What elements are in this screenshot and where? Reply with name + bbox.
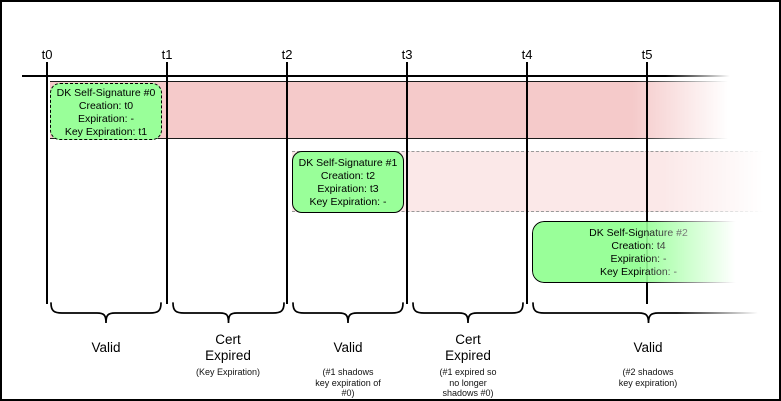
period-4-label-group: Cert Expired (#1 expired so no longer sh… (393, 331, 543, 399)
brace-period-1 (50, 302, 162, 324)
tick-line-t2 (286, 62, 288, 304)
tick-line-t0 (46, 62, 48, 304)
brace-period-5 (532, 302, 765, 324)
period-4-label: Cert Expired (445, 332, 491, 363)
tick-label-t2: t2 (281, 47, 293, 62)
sig0-key-expiration: Key Expiration: t1 (64, 126, 148, 138)
period-4-note: (#1 expired so no longer shadows #0) (439, 367, 497, 398)
sig1-key-expiration: Key Expiration: - (309, 196, 387, 208)
tick-label-t3: t3 (401, 47, 413, 62)
sig2-creation: Creation: t4 (611, 240, 666, 252)
sig1-title: DK Self-Signature #1 (298, 157, 398, 169)
tick-line-t3 (406, 62, 408, 304)
sig2-expiration: Expiration: - (610, 253, 667, 265)
tick-label-t1: t1 (161, 47, 173, 62)
period-2-label-group: Cert Expired (Key Expiration) (153, 331, 303, 378)
sig0-title: DK Self-Signature #0 (56, 87, 156, 99)
period-5-note: (#2 shadows key expiration) (618, 367, 678, 388)
self-signature-2-box: DK Self-Signature #2 Creation: t4 Expira… (532, 221, 744, 283)
sig2-title: DK Self-Signature #2 (589, 227, 688, 239)
period-3-label-group: Valid (#1 shadows key expiration of #0) (273, 331, 423, 399)
tick-line-t1 (166, 62, 168, 304)
self-signature-0-box: DK Self-Signature #0 Creation: t0 Expira… (50, 83, 162, 140)
tick-line-t4 (526, 62, 528, 304)
period-1-label: Valid (91, 340, 121, 355)
sig1-creation: Creation: t2 (320, 170, 376, 182)
brace-period-4 (412, 302, 524, 324)
period-2-note: (Key Expiration) (195, 367, 261, 377)
sig0-expiration: Expiration: - (77, 113, 135, 125)
period-3-note: (#1 shadows key expiration of #0) (315, 367, 381, 398)
period-5-label-group: Valid (#2 shadows key expiration) (573, 331, 723, 388)
key-expiration-shadow-band (50, 81, 735, 139)
sig2-key-expiration: Key Expiration: - (599, 266, 678, 278)
sig0-creation: Creation: t0 (78, 100, 134, 112)
tick-line-t5 (646, 62, 648, 304)
brace-period-3 (292, 302, 404, 324)
period-3-label: Valid (333, 340, 363, 355)
tick-label-t5: t5 (641, 47, 653, 62)
sig1-expiration: Expiration: t3 (317, 183, 379, 195)
tick-label-t0: t0 (41, 47, 53, 62)
period-2-label: Cert Expired (205, 332, 251, 363)
timeline-axis (22, 75, 737, 77)
self-signature-1-box: DK Self-Signature #1 Creation: t2 Expira… (292, 151, 404, 213)
tick-label-t4: t4 (521, 47, 533, 62)
period-5-label: Valid (633, 340, 663, 355)
brace-period-2 (172, 302, 285, 324)
period-1-label-group: Valid (31, 331, 181, 367)
